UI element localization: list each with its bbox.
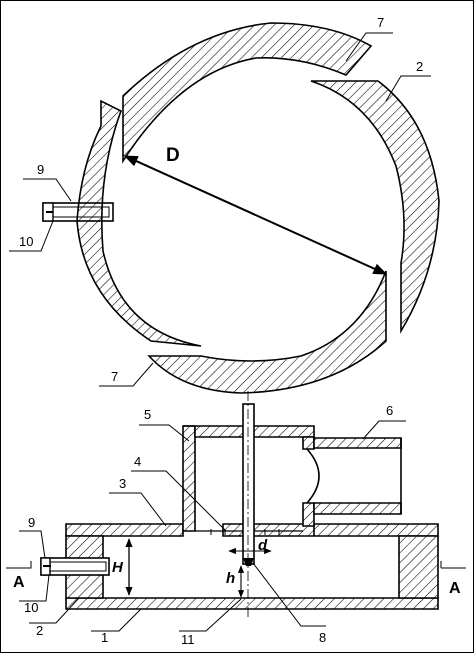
dimension-D-line (123, 155, 388, 275)
upper-cylinder-wall-right (302, 436, 315, 450)
dimension-d-label: d (258, 537, 268, 554)
bottom-plate (65, 597, 439, 610)
callout-4: 4 (134, 454, 141, 469)
section-view: H d h A A 5 6 4 3 9 10 2 1 11 8 (6, 391, 466, 647)
top-plate (65, 523, 184, 537)
dimension-H-label: H (112, 559, 124, 576)
callout-3: 3 (119, 476, 126, 491)
callout-10-section: 10 (24, 600, 38, 615)
dimension-D-label: D (166, 145, 180, 166)
callout-2-section: 2 (36, 623, 43, 638)
callout-9-section: 9 (28, 515, 35, 530)
wall-segment-left (76, 99, 202, 347)
callout-1: 1 (101, 630, 108, 645)
callout-6: 6 (386, 403, 393, 418)
callout-9-top: 9 (37, 162, 44, 177)
outlet-pipe-bottom (313, 502, 402, 515)
section-marker-right: A (449, 580, 461, 597)
central-rod (242, 403, 255, 565)
section-marker-left: A (13, 574, 25, 591)
chamber-plan-view: D 7 2 9 10 7 (9, 15, 440, 394)
wall-segment-lower (147, 270, 387, 394)
outlet-pipe-top (313, 437, 402, 449)
callout-8: 8 (319, 630, 326, 645)
upper-cylinder-wall-left (182, 425, 196, 532)
callout-10-top: 10 (19, 234, 33, 249)
wall-segment-upper (122, 22, 373, 164)
wall-segment-right (310, 80, 440, 334)
callout-5: 5 (144, 407, 151, 422)
callout-7-top: 7 (377, 15, 384, 30)
callout-11: 11 (181, 632, 195, 647)
callout-2-top: 2 (416, 59, 423, 74)
inlet-tube-section (40, 557, 110, 576)
dimension-h-label: h (226, 570, 235, 587)
callout-7-bottom: 7 (111, 369, 118, 384)
right-end-wall (398, 535, 439, 599)
